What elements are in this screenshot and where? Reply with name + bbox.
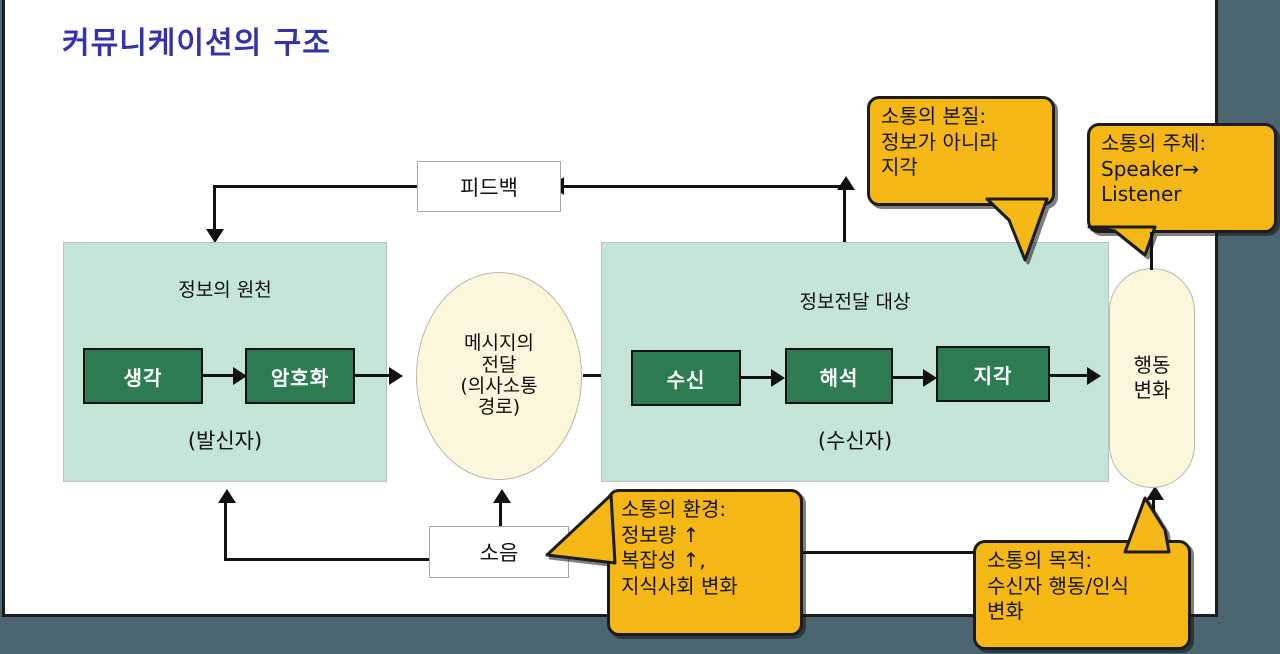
callout-agent-tail xyxy=(1085,225,1165,261)
connector-noise-left xyxy=(224,558,429,561)
node-perceive[interactable]: 지각 xyxy=(936,346,1050,402)
callout-purpose-tail xyxy=(1101,496,1181,556)
group-sender-subtitle: (발신자) xyxy=(187,429,263,453)
connector-feedback-down xyxy=(213,185,216,233)
node-encode[interactable]: 암호화 xyxy=(245,348,355,404)
node-encode-label: 암호화 xyxy=(270,365,330,390)
arrow-right-encode-channel xyxy=(389,367,403,385)
arrow-up-into-sender xyxy=(218,489,236,503)
callout-purpose-body xyxy=(973,540,1191,650)
callout-purpose-text: 소통의 목적: 수신자 행동/인식 변화 xyxy=(987,548,1129,624)
connector-noise-up-channel xyxy=(499,500,502,526)
node-outcome[interactable]: 행동 변화 xyxy=(1109,268,1195,488)
node-thought-label: 생각 xyxy=(123,365,163,390)
group-receiver-subtitle: (수신자) xyxy=(817,429,893,453)
arrow-right-thought-encode xyxy=(233,367,247,385)
callout-environment-body xyxy=(607,489,803,636)
connector-perceive-outcome xyxy=(1050,374,1090,377)
node-perceive-label: 지각 xyxy=(973,363,1013,388)
connector-receive-interpret xyxy=(741,376,773,379)
connector-feedback-outbound xyxy=(213,185,417,188)
connector-agent-to-outcome xyxy=(1150,232,1153,270)
node-feedback-label: 피드백 xyxy=(460,175,518,200)
node-thought[interactable]: 생각 xyxy=(83,348,203,404)
arrow-right-receive-interpret xyxy=(771,369,785,387)
callout-environment[interactable]: 소통의 환경: 정보량 ↑ 복잡성 ↑, 지식사회 변화 xyxy=(545,489,803,636)
arrow-up-into-outcome xyxy=(1146,486,1164,500)
connector-feedback-inbound xyxy=(561,185,847,188)
arrow-right-perceive-outcome xyxy=(1087,367,1101,385)
node-interpret-label: 해석 xyxy=(819,365,859,390)
node-channel-label: 메시지의 전달 (의사소통 경로) xyxy=(460,332,538,419)
node-receive-label: 수신 xyxy=(666,367,706,392)
arrow-right-interpret-perceive xyxy=(923,369,937,387)
group-sender-title: 정보의 원천 xyxy=(178,279,272,301)
connector-interpret-perceive xyxy=(893,376,925,379)
connector-noise-up-left xyxy=(224,500,227,560)
node-channel[interactable]: 메시지의 전달 (의사소통 경로) xyxy=(416,272,582,480)
connector-thought-encode xyxy=(203,374,235,377)
callout-essence[interactable]: 소통의 본질: 정보가 아니라 지각 xyxy=(867,96,1055,262)
callout-environment-tail xyxy=(545,493,625,569)
callout-environment-text: 소통의 환경: 정보량 ↑ 복잡성 ↑, 지식사회 변화 xyxy=(621,497,738,598)
node-noise-label: 소음 xyxy=(479,541,519,565)
callout-agent-body xyxy=(1087,123,1277,233)
arrow-up-into-channel xyxy=(493,489,511,503)
arrow-down-into-sender xyxy=(206,229,224,243)
callout-purpose[interactable]: 소통의 목적: 수신자 행동/인식 변화 xyxy=(973,496,1191,650)
callout-agent-text: 소통의 주체: Speaker→ Listener xyxy=(1101,131,1207,207)
group-receiver-title: 정보전달 대상 xyxy=(799,291,911,313)
callout-essence-text: 소통의 본질: 정보가 아니라 지각 xyxy=(881,104,998,180)
node-interpret[interactable]: 해석 xyxy=(785,348,893,404)
node-noise[interactable]: 소음 xyxy=(429,526,569,578)
callout-agent[interactable]: 소통의 주체: Speaker→ Listener xyxy=(1087,123,1277,257)
connector-receiver-to-feedback xyxy=(843,186,846,242)
connector-noise-right xyxy=(565,551,1155,554)
node-feedback[interactable]: 피드백 xyxy=(417,161,561,212)
callout-essence-tail xyxy=(985,196,1055,264)
callout-essence-body xyxy=(867,96,1055,206)
node-outcome-label: 행동 변화 xyxy=(1133,353,1171,402)
page-title: 커뮤니케이션의 구조 xyxy=(62,26,331,61)
node-receive[interactable]: 수신 xyxy=(631,350,741,406)
connector-encode-channel xyxy=(355,374,391,377)
